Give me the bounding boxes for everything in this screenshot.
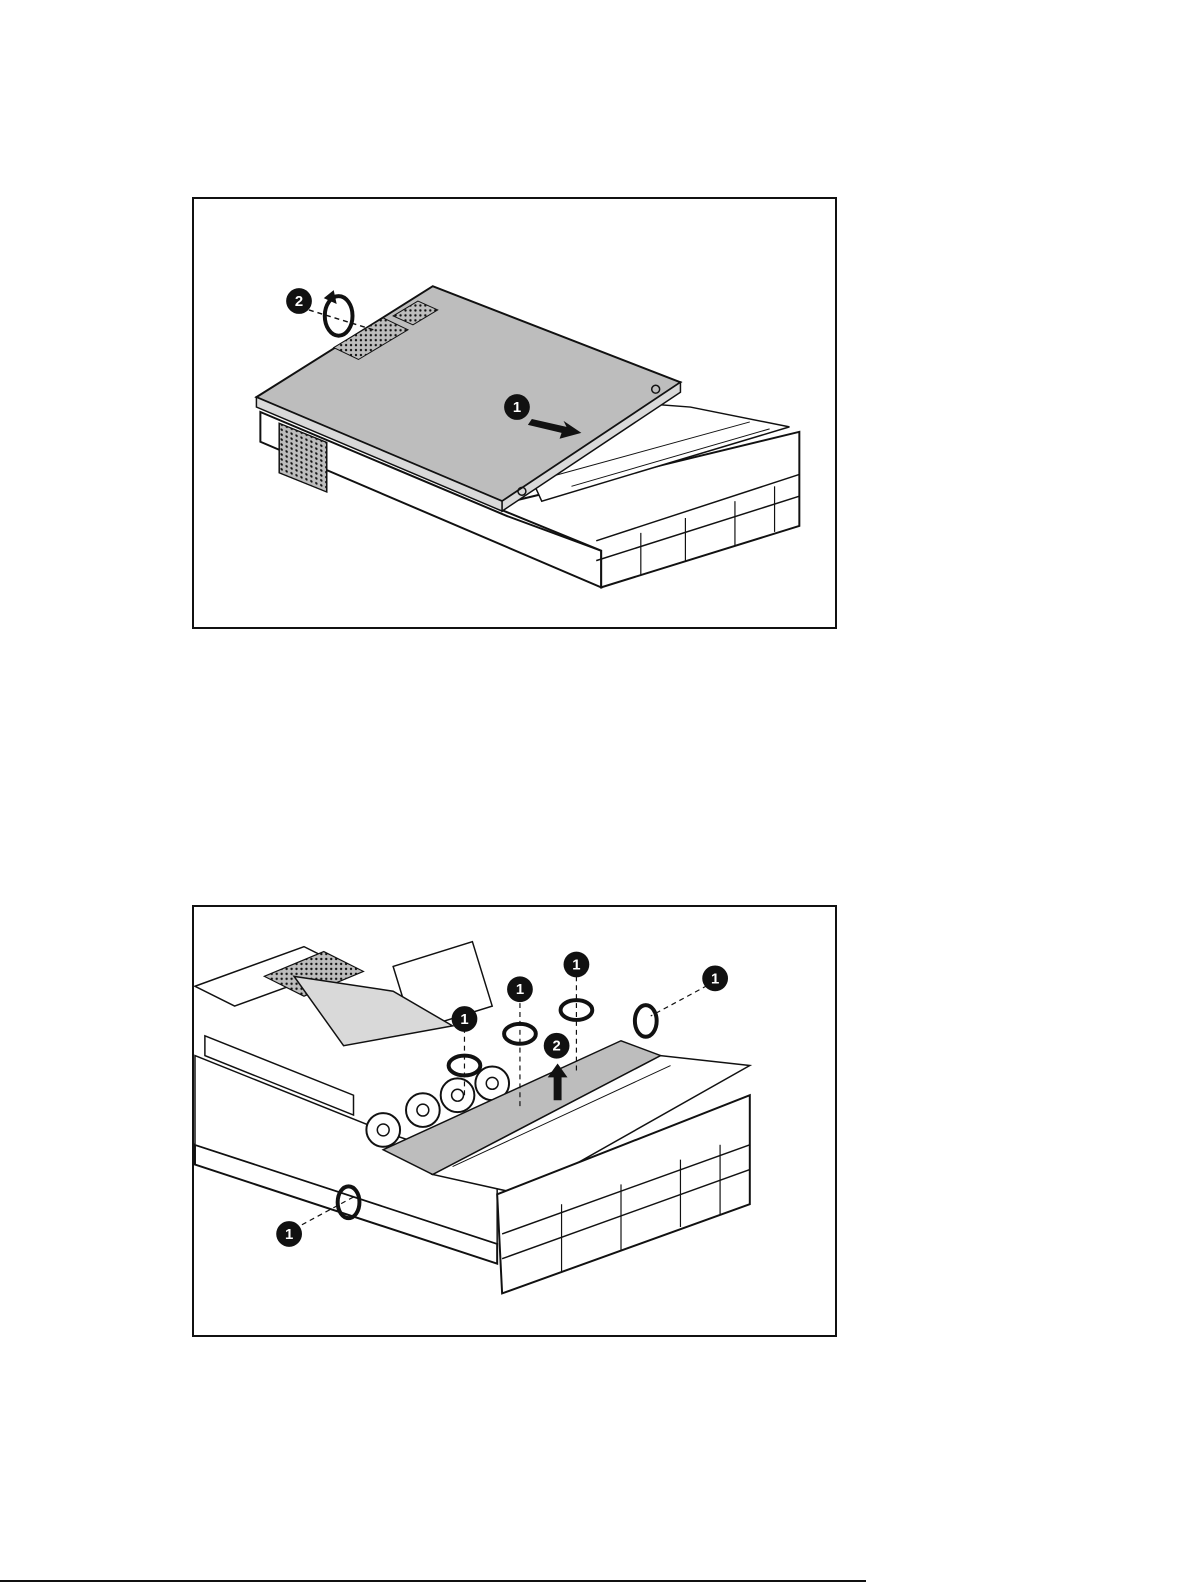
rotate-arrow-icon <box>324 290 353 336</box>
callout-1-right: 1 <box>702 965 728 991</box>
footer-rule <box>0 1580 866 1582</box>
svg-text:1: 1 <box>516 982 524 998</box>
figure-access-panel-removal: 2 1 <box>192 197 837 629</box>
figure-fan-cage-cover-removal: 1 1 1 1 1 2 <box>192 905 837 1337</box>
svg-text:1: 1 <box>711 971 719 987</box>
svg-text:1: 1 <box>285 1227 293 1243</box>
callout-1: 1 <box>504 394 530 420</box>
server-chassis-illustration: 2 1 <box>194 199 835 627</box>
callout-2: 2 <box>544 1033 570 1059</box>
svg-text:2: 2 <box>295 294 303 310</box>
server-interior-illustration: 1 1 1 1 1 2 <box>194 907 835 1335</box>
callout-2: 2 <box>286 288 312 314</box>
svg-text:1: 1 <box>513 400 521 416</box>
callout-1-c: 1 <box>564 952 590 978</box>
svg-text:1: 1 <box>572 957 580 973</box>
callout-1-b: 1 <box>507 976 533 1002</box>
svg-text:1: 1 <box>460 1012 468 1028</box>
callout-1-left: 1 <box>276 1221 302 1247</box>
svg-text:2: 2 <box>552 1039 560 1055</box>
callout-1-a: 1 <box>452 1006 478 1032</box>
